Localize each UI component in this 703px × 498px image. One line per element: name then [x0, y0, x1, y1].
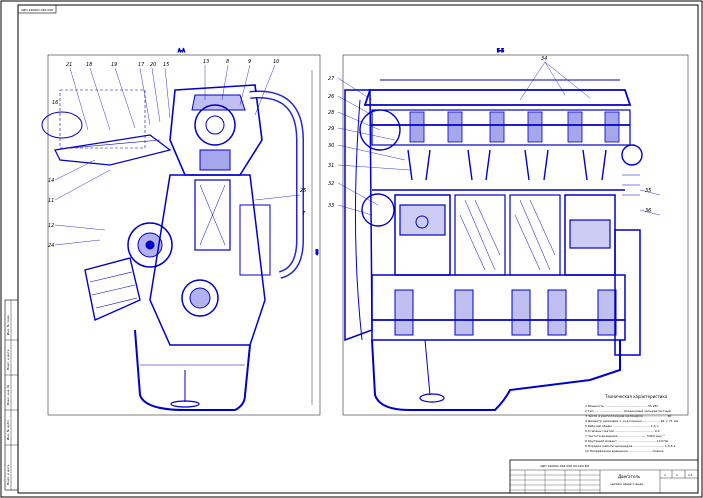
callout-28: 28 — [328, 110, 334, 116]
callout-27: 27 — [328, 76, 335, 82]
right-callouts: 27 26 28 29 30 31 32 33 34 35 36 — [328, 56, 651, 214]
callout-32: 32 — [328, 181, 334, 187]
left-view-title: А-А — [178, 48, 185, 53]
callout-19: 19 — [111, 62, 117, 68]
spec-heading: Техническая характеристика — [604, 394, 668, 399]
spec-line-8: 8 Крутящий момент ......................… — [585, 439, 668, 443]
spec-line-10: 10 Направление вращения ................… — [585, 449, 664, 453]
doc-subtitle: чертёж общего вида — [610, 482, 643, 486]
side-strip: Инв. № подл. Подп. и дата Взам. инв. № И… — [4, 299, 19, 491]
callout-16: 16 — [52, 100, 58, 106]
doc-name: Двигатель — [617, 474, 641, 479]
callout-8: 13 — [203, 59, 209, 65]
top-stamp: 2ДП.190601.004.000 — [17, 4, 57, 14]
callout-34: 34 — [541, 56, 547, 62]
callout-6: 7 — [302, 211, 306, 217]
left-callouts: 21 18 19 17 20 15 16 14 13 8 9 10 11 12 … — [48, 59, 306, 249]
callout-24: 12 — [48, 223, 54, 229]
callout-12: 11 — [48, 198, 54, 204]
spec-line-9: 9 Порядок работы цилиндров .............… — [585, 444, 676, 448]
spec-line-5: 5 Рабочий объём ........................… — [585, 424, 659, 428]
right-view-title: Б-Б — [497, 48, 504, 53]
tech-spec: Техническая характеристика 1 Мощность ..… — [585, 394, 678, 453]
spec-line-7: 7 Частота вращения .....................… — [585, 434, 665, 438]
strip-label-4: Инв. № дубл. — [6, 419, 10, 440]
callout-15: 15 — [163, 62, 169, 68]
callout-30: 30 — [328, 143, 334, 149]
strip-label-3: Взам. инв. № — [6, 385, 10, 405]
callout-14: 14 — [48, 178, 54, 184]
callout-7: 25 — [300, 188, 306, 194]
callout-31: 31 — [328, 163, 334, 169]
callout-11: 10 — [273, 59, 279, 65]
spec-line-1: 1 Мощность .............................… — [585, 404, 659, 408]
callout-18: 18 — [86, 62, 92, 68]
callout-10: 9 — [248, 59, 251, 65]
spec-line-4: 4 Диаметр цилиндра × ход поршня ........… — [585, 419, 678, 423]
spec-line-3: 3 Число и расположение цилиндров .......… — [585, 414, 672, 418]
spec-line-2: 2 Тип .............................. бен… — [585, 409, 671, 413]
strip-label-1: Инв. № подл. — [6, 314, 10, 335]
callout-21: 21 — [66, 62, 72, 68]
callout-26: 26 — [328, 94, 334, 100]
drawing-code: 2ДП.190601.004.000.00.000 ВО — [540, 464, 590, 468]
title-block — [509, 459, 699, 494]
spec-line-6: 6 Степень сжатия .......................… — [585, 429, 660, 433]
callout-25: 24 — [48, 243, 54, 249]
callout-36: 36 — [645, 208, 651, 214]
dimension-label: 455 — [315, 249, 319, 255]
right-section-view: Б-Б — [337, 48, 689, 416]
left-section-view: А-А — [41, 48, 321, 416]
callout-9: 8 — [226, 59, 229, 65]
callout-29: 29 — [328, 126, 334, 132]
strip-label-2: Подп. и дата — [6, 349, 10, 370]
callout-17: 17 — [138, 62, 145, 68]
strip-label-5: Подп. и дата — [6, 464, 10, 485]
sheet-number: 1 — [664, 473, 666, 477]
callout-33: 33 — [328, 203, 334, 209]
top-stamp-text: 2ДП.190601.004.000 — [21, 8, 53, 12]
scale: 1:1 — [688, 473, 693, 477]
callout-35: 35 — [645, 188, 651, 194]
sheet-count: 1 — [676, 473, 678, 477]
callout-20: 20 — [150, 62, 156, 68]
